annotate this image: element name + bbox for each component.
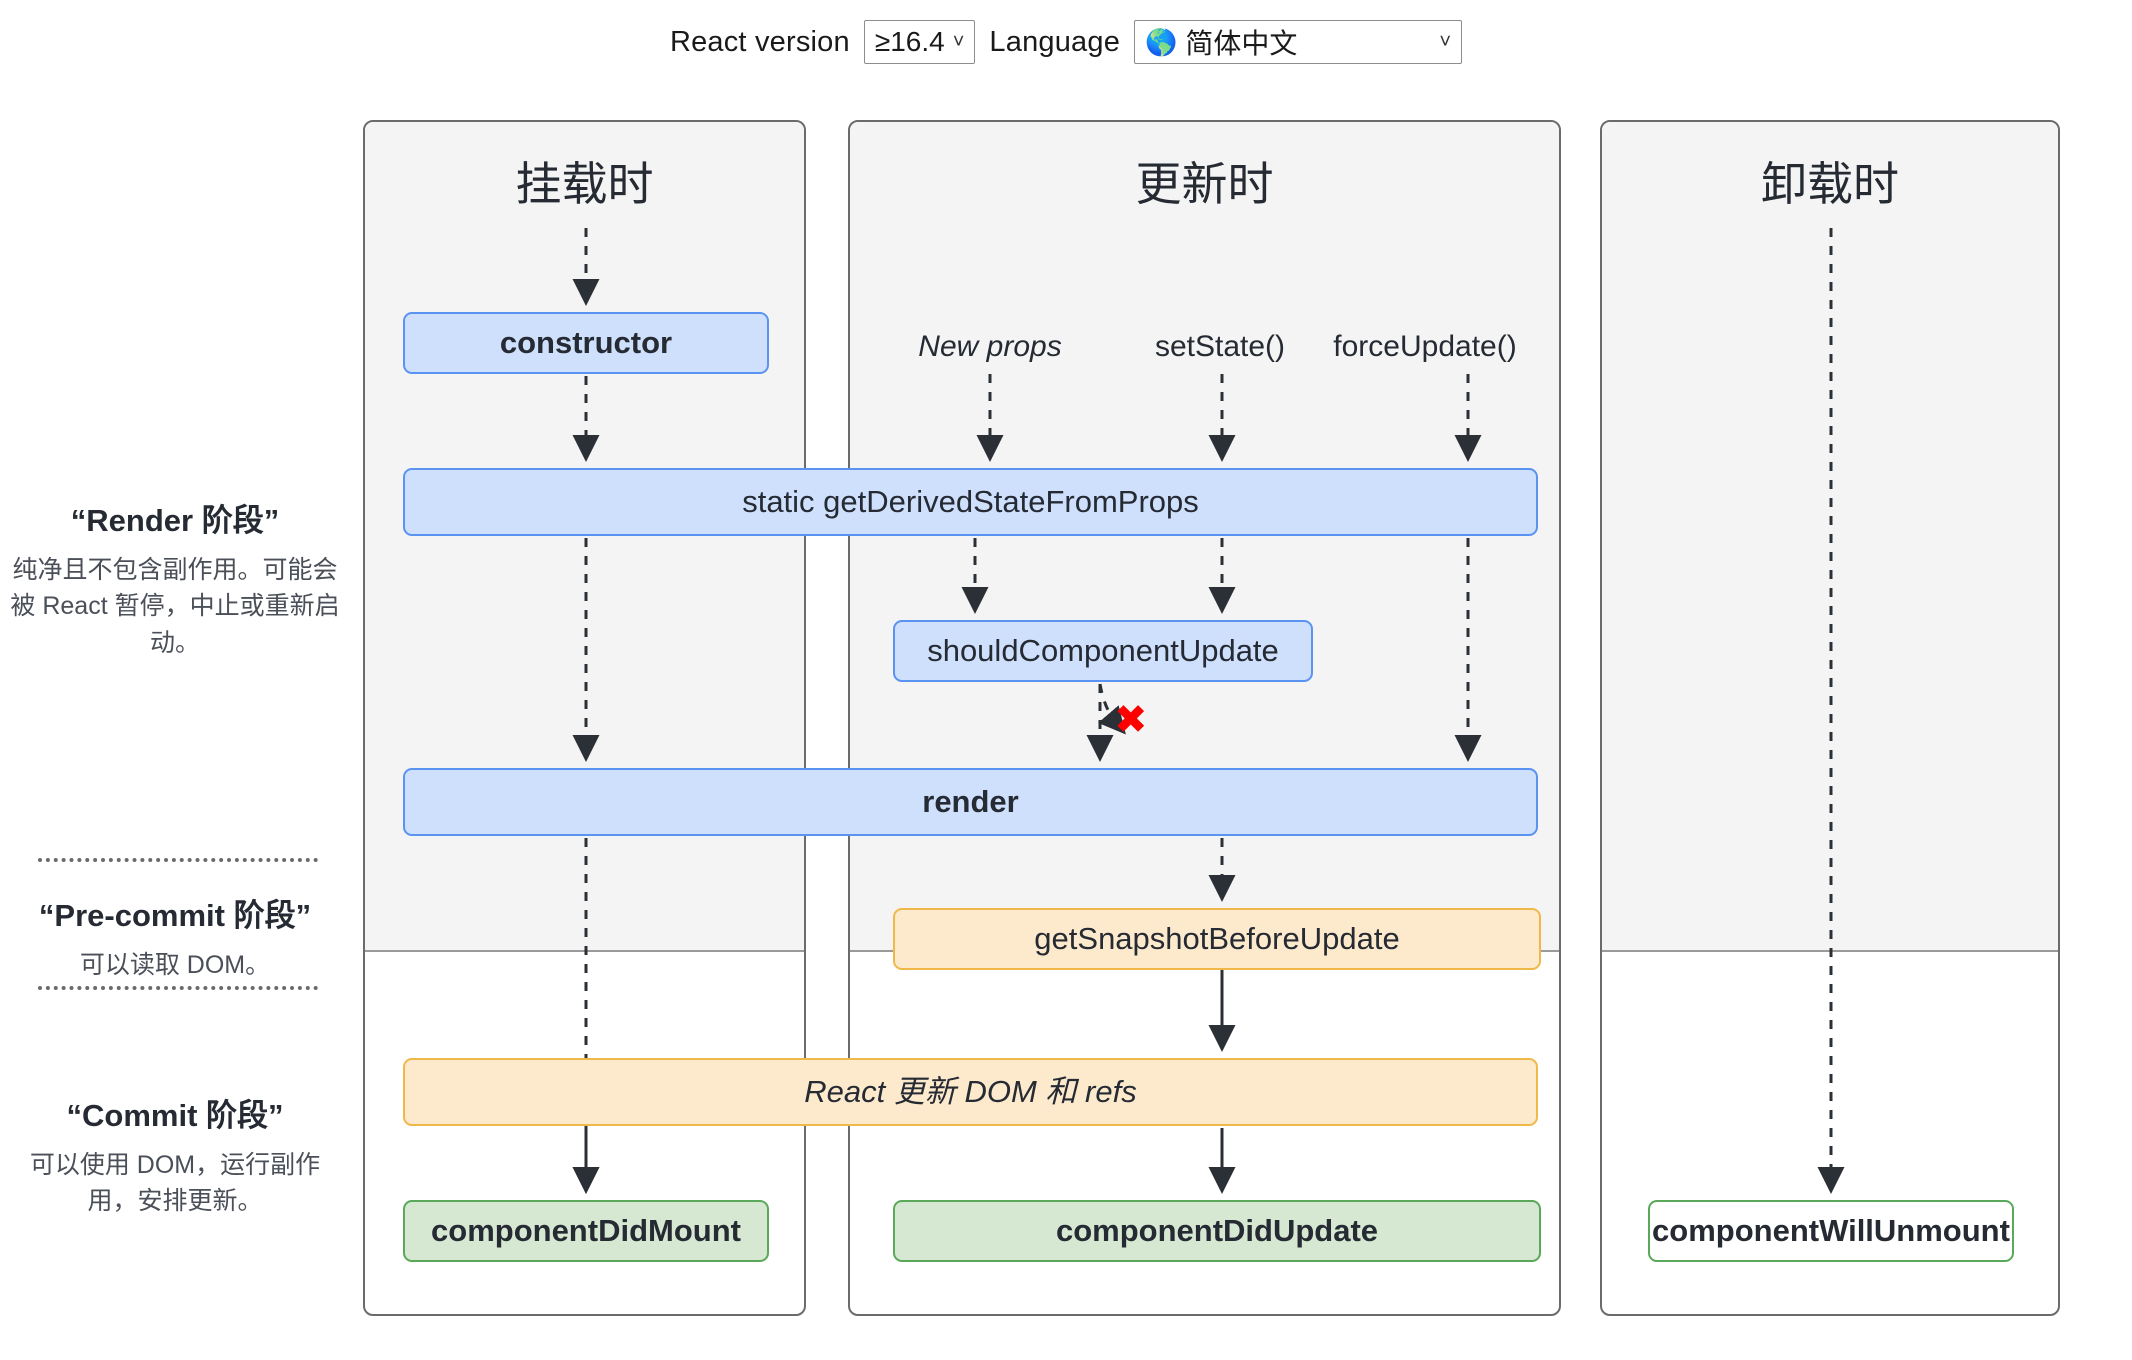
node-should-component-update[interactable]: shouldComponentUpdate: [893, 620, 1313, 682]
node-react-updates-dom: React 更新 DOM 和 refs: [403, 1058, 1538, 1126]
trigger-force-update: forceUpdate(): [1333, 330, 1517, 363]
node-component-did-update[interactable]: componentDidUpdate: [893, 1200, 1541, 1262]
node-render[interactable]: render: [403, 768, 1538, 836]
column-mounting: 挂载时: [363, 120, 806, 1316]
phase-pre-commit-title: “Pre-commit 阶段”: [38, 898, 312, 933]
phase-render-title: “Render 阶段”: [70, 503, 280, 538]
language-select[interactable]: 🌎 简体中文 ˅: [1134, 20, 1463, 64]
column-unmounting: 卸载时: [1600, 120, 2060, 1316]
phase-render: “Render 阶段” 纯净且不包含副作用。可能会被 React 暂停，中止或重…: [10, 495, 340, 661]
column-title-unmounting: 卸载时: [1761, 158, 1899, 210]
language-label: Language: [989, 25, 1121, 58]
controls-bar: React version ≥16.4 ˅ Language 🌎 简体中文 ˅: [0, 20, 2132, 64]
phase-divider-top: [38, 858, 318, 862]
skip-x-icon: ✖: [1114, 697, 1148, 743]
node-get-snapshot-before-update[interactable]: getSnapshotBeforeUpdate: [893, 908, 1541, 970]
phase-commit-body: 可以使用 DOM，运行副作用，安排更新。: [29, 1151, 321, 1216]
column-updating: 更新时: [848, 120, 1561, 1316]
globe-icon: 🌎: [1145, 27, 1178, 57]
phase-render-body: 纯净且不包含副作用。可能会被 React 暂停，中止或重新启动。: [10, 556, 340, 657]
phase-commit-title: “Commit 阶段”: [66, 1098, 284, 1133]
react-version-value: ≥16.4: [874, 26, 945, 57]
render-phase-shade-unmounting: [1602, 122, 2058, 952]
node-get-derived-state-from-props[interactable]: static getDerivedStateFromProps: [403, 468, 1538, 536]
node-component-did-mount[interactable]: componentDidMount: [403, 1200, 769, 1262]
node-constructor[interactable]: constructor: [403, 312, 769, 374]
phase-pre-commit-body: 可以读取 DOM。: [79, 951, 271, 979]
chevron-down-icon: ˅: [952, 30, 965, 53]
node-component-will-unmount[interactable]: componentWillUnmount: [1648, 1200, 2014, 1262]
phase-divider-bottom: [38, 986, 318, 990]
phase-pre-commit: “Pre-commit 阶段” 可以读取 DOM。: [10, 890, 340, 983]
phase-commit: “Commit 阶段” 可以使用 DOM，运行副作用，安排更新。: [10, 1090, 340, 1220]
column-title-updating: 更新时: [1135, 158, 1274, 210]
column-title-mounting: 挂载时: [515, 158, 654, 210]
react-version-label: React version: [669, 25, 850, 58]
trigger-new-props: New props: [918, 330, 1062, 363]
react-version-select[interactable]: ≥16.4 ˅: [863, 20, 976, 64]
trigger-set-state: setState(): [1154, 330, 1286, 363]
chevron-down-icon: ˅: [1439, 30, 1452, 53]
language-value: 简体中文: [1185, 28, 1298, 59]
